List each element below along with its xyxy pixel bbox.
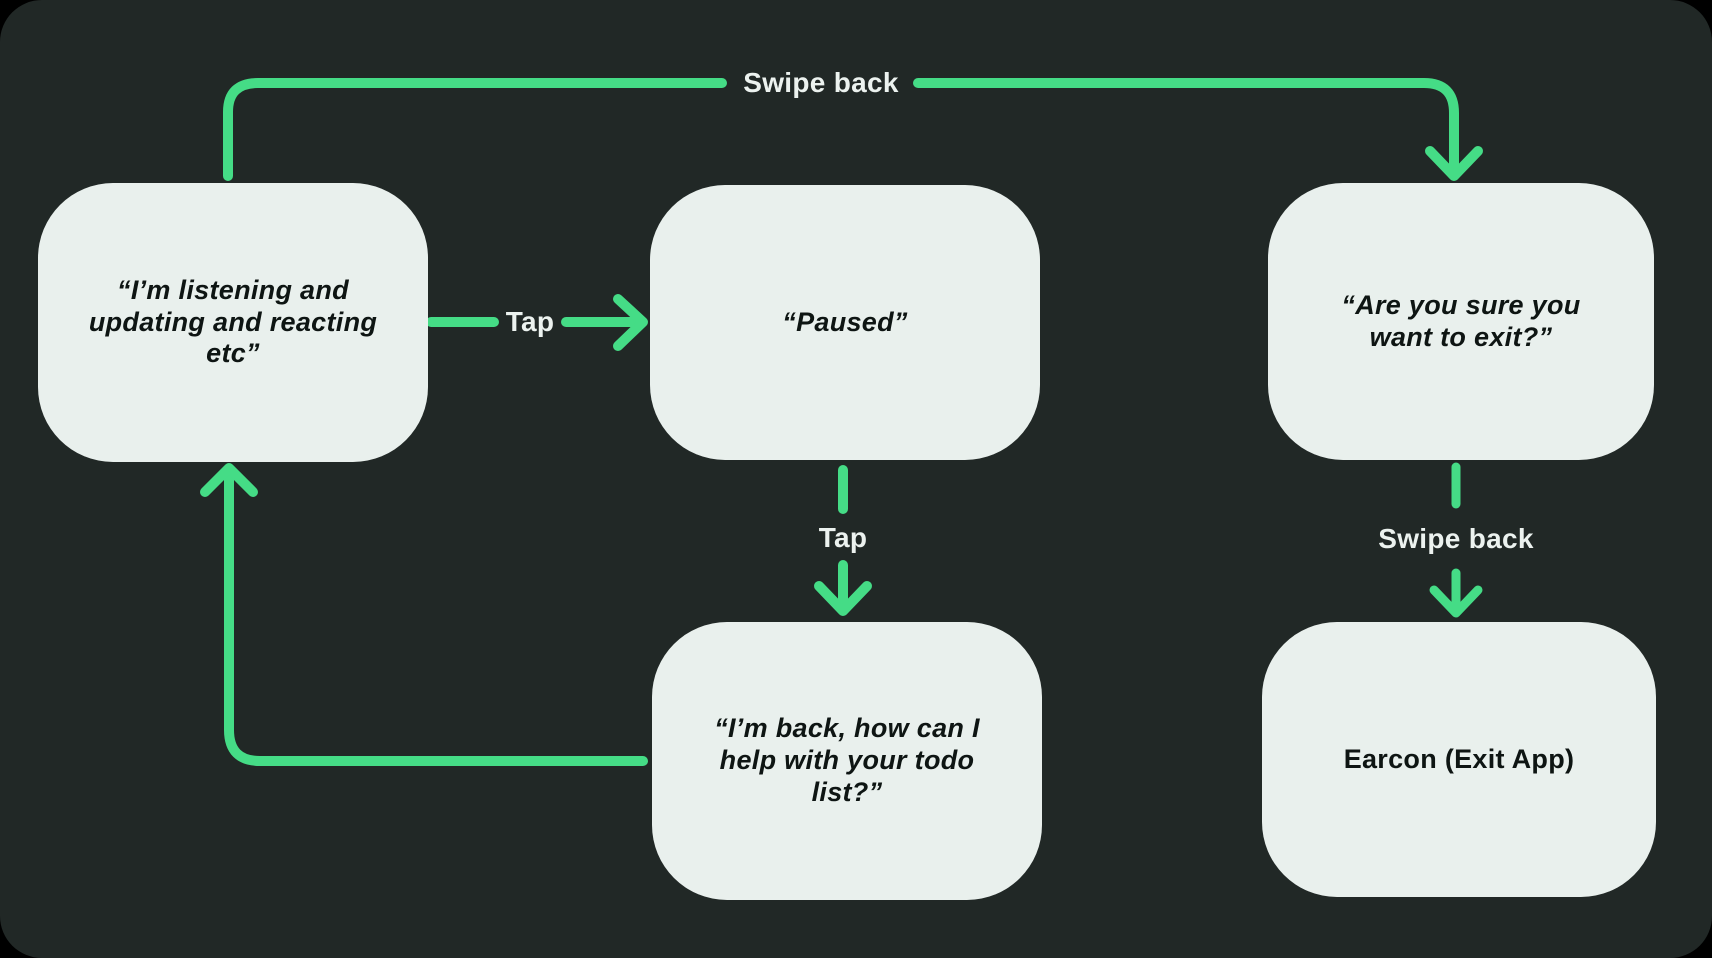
edge-label-tap-horizontal: Tap <box>505 306 555 337</box>
node-back-helping-state: “I’m back, how can I help with your todo… <box>652 622 1042 900</box>
arrow-back-to-listening <box>200 463 648 766</box>
node-label: Earcon (Exit App) <box>1343 743 1575 774</box>
arrow-paused-to-back <box>814 465 872 616</box>
node-listening-state: “I’m listening and updating and reacting… <box>38 183 428 462</box>
edge-label-swipe-back-top: Swipe back <box>743 67 899 98</box>
node-paused-state: “Paused” <box>650 185 1040 460</box>
arrow-confirm-to-earcon <box>1429 462 1483 618</box>
arrowhead-down-icon <box>1429 585 1483 618</box>
node-confirm-exit-state: “Are you sure you want to exit?” <box>1268 183 1654 460</box>
node-label: “Paused” <box>782 306 908 337</box>
node-label: “I’m back, how can I help with your todo… <box>714 713 980 807</box>
arrowhead-up-icon <box>200 463 258 497</box>
node-label: “Are you sure you want to exit?” <box>1341 289 1581 352</box>
arrowhead-down-icon <box>1425 146 1483 181</box>
node-label: “I’m listening and updating and reacting… <box>88 274 378 369</box>
edge-label-swipe-back-right: Swipe back <box>1378 523 1534 554</box>
arrowhead-down-icon <box>814 581 872 616</box>
arrowhead-right-icon <box>613 294 648 351</box>
edge-label-tap-vertical: Tap <box>818 522 868 553</box>
node-earcon-exit-state: Earcon (Exit App) <box>1262 622 1656 897</box>
arrow-listening-to-paused <box>426 294 648 351</box>
arrow-listening-to-confirm <box>223 78 1483 181</box>
